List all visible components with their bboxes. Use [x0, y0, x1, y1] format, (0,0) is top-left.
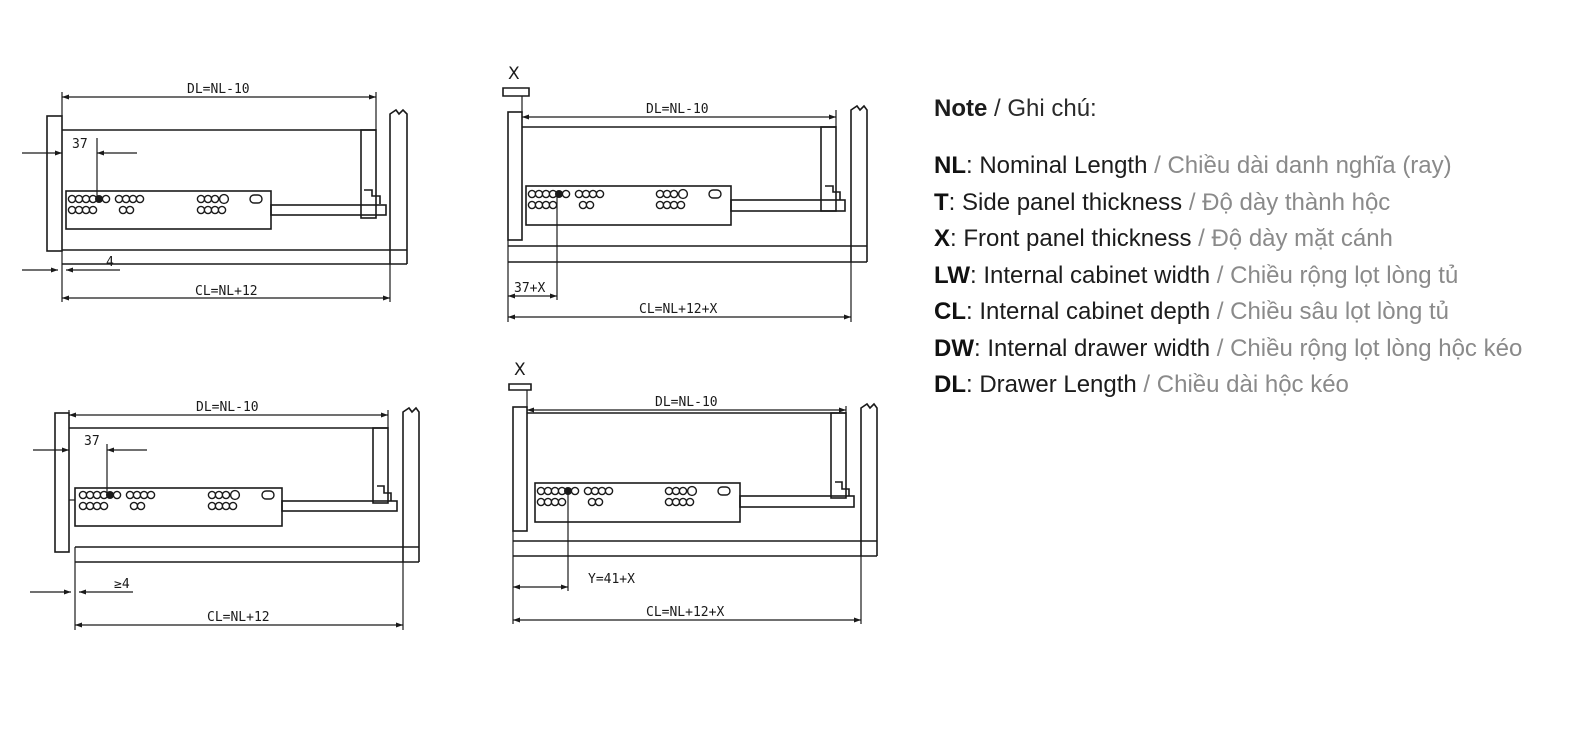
note-item-dw: DW: Internal drawer width / Chiều rộng l…	[934, 331, 1584, 368]
note-vi: / Độ dày thành hộc	[1182, 188, 1391, 216]
dim-label-cl: CL=NL+12+X	[646, 605, 724, 620]
note-vi: / Chiều rộng lọt lòng hộc kéo	[1210, 334, 1523, 362]
diagram-standard-top: DL=NL-10 37 4 CL=NL+12	[22, 82, 408, 302]
rail-holes	[527, 188, 722, 210]
rail-holes	[536, 485, 731, 507]
dim-label-gap: ≥4	[114, 577, 130, 592]
notes-title: Note / Ghi chú:	[934, 94, 1584, 124]
dim-label-offset: 37+X	[514, 281, 545, 296]
dim-label-cl: CL=NL+12	[207, 610, 270, 625]
dim-label-dl: DL=NL-10	[646, 102, 709, 117]
dim-label-offset: 37	[84, 434, 100, 449]
diagram-inset-bottom: X DL=NL-10 Y=41+X CL=NL+12+X	[508, 360, 878, 624]
note-en: : Side panel thickness	[948, 188, 1183, 216]
note-en: : Internal drawer width	[973, 334, 1211, 362]
diagram-inset-top: X DL=NL-10 37+X CL=NL+12+X	[502, 64, 868, 322]
notes-panel: Note / Ghi chú: NL: Nominal Length / Chi…	[934, 94, 1584, 404]
note-vi: / Chiều dài danh nghĩa (ray)	[1147, 152, 1452, 179]
dim-label-dl: DL=NL-10	[655, 395, 718, 410]
rail-holes	[78, 489, 275, 511]
dim-label-gap: 4	[106, 255, 114, 270]
note-vi: / Độ dày mặt cánh	[1191, 225, 1393, 252]
note-key: X	[934, 225, 951, 252]
dim-label-cl: CL=NL+12	[195, 284, 258, 299]
note-vi: / Chiều sâu lọt lòng tủ	[1210, 298, 1449, 325]
dim-label-offset: Y=41+X	[588, 572, 635, 587]
dim-label-x: X	[514, 360, 526, 380]
dim-label-offset: 37	[72, 137, 88, 152]
note-item-dl: DL: Drawer Length / Chiều dài hộc kéo	[934, 367, 1584, 404]
note-en: : Internal cabinet width	[970, 261, 1211, 289]
note-item-cl: CL: Internal cabinet depth / Chiều sâu l…	[934, 294, 1584, 331]
note-vi: / Chiều dài hộc kéo	[1136, 371, 1349, 398]
dim-label-x: X	[508, 64, 520, 84]
notes-title-sub: / Ghi chú:	[987, 95, 1097, 122]
note-key: DL	[934, 371, 966, 398]
dim-label-cl: CL=NL+12+X	[639, 302, 717, 317]
note-key: DW	[934, 334, 974, 362]
dim-label-dl: DL=NL-10	[187, 82, 250, 97]
dim-label-dl: DL=NL-10	[196, 400, 259, 415]
note-en: : Nominal Length	[966, 152, 1148, 179]
note-en: : Internal cabinet depth	[966, 298, 1211, 325]
note-key: CL	[934, 298, 966, 325]
note-key: T	[934, 188, 949, 216]
note-item-lw: LW: Internal cabinet width / Chiều rộng …	[934, 258, 1584, 295]
note-item-nl: NL: Nominal Length / Chiều dài danh nghĩ…	[934, 148, 1584, 185]
note-vi: / Chiều rộng lọt lòng tủ	[1210, 261, 1459, 289]
note-en: : Drawer Length	[966, 371, 1137, 398]
note-item-t: T: Side panel thickness / Độ dày thành h…	[934, 185, 1584, 222]
note-key: NL	[934, 152, 966, 179]
note-item-x: X: Front panel thickness / Độ dày mặt cá…	[934, 221, 1584, 258]
note-en: : Front panel thickness	[950, 225, 1192, 252]
rail-holes	[67, 193, 263, 215]
note-key: LW	[934, 261, 970, 289]
notes-title-label: Note	[934, 95, 988, 122]
diagram-standard-bottom: DL=NL-10 37 ≥4 CL=NL+12	[30, 400, 420, 630]
installation-diagrams: DL=NL-10 37 4 CL=NL+12 X	[22, 64, 878, 630]
notes-list: NL: Nominal Length / Chiều dài danh nghĩ…	[934, 148, 1584, 404]
